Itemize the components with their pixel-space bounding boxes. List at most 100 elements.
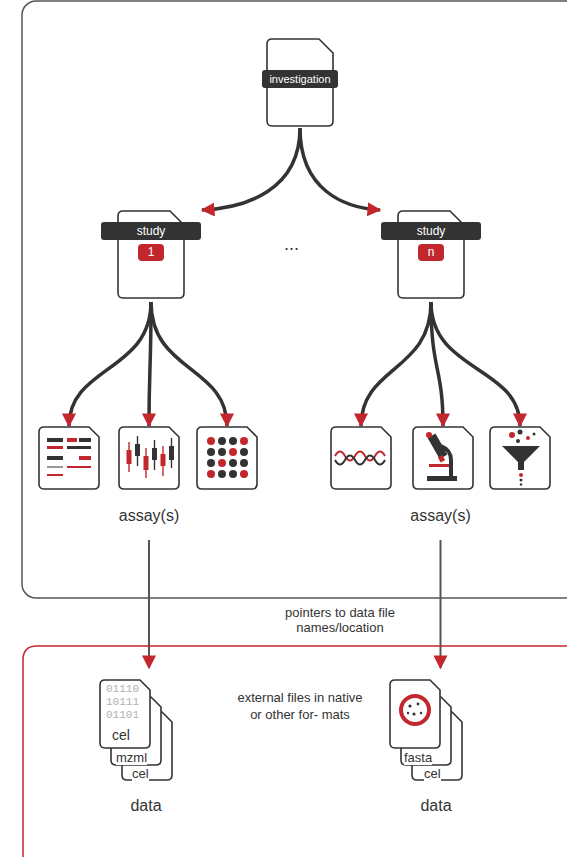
candle-body: [152, 448, 157, 460]
investigation-document: investigation: [262, 36, 338, 128]
array-dot: [218, 459, 226, 467]
connector-line: [431, 302, 520, 426]
candle-body: [169, 446, 174, 460]
region-note: external files in native or other for- m…: [235, 689, 365, 723]
ellipsis: ...: [284, 234, 299, 254]
file-text: 01110: [106, 683, 139, 696]
microscope-stage: [429, 464, 449, 467]
gel-band: [67, 446, 91, 449]
data-file-stack: data: [386, 668, 496, 828]
array-dot: [207, 470, 215, 478]
microscope-eyepiece: [426, 432, 432, 438]
particle-dot: [526, 436, 530, 440]
gel-band: [79, 438, 91, 442]
particle-dot: [516, 439, 520, 443]
gel-band: [47, 438, 63, 442]
group-label: assay(s): [328, 506, 553, 526]
study-document: study 1: [98, 208, 204, 302]
title-band: study: [101, 222, 201, 240]
group-label: assay(s): [38, 506, 260, 526]
assay-icon-outline: [119, 427, 179, 489]
array-dot: [240, 448, 248, 456]
cell-dot: [412, 712, 415, 715]
model-region: [22, 1, 567, 598]
array-dot: [218, 470, 226, 478]
array-dot: [240, 459, 248, 467]
connector-line: [440, 540, 442, 668]
study-number-badge: 1: [138, 244, 164, 261]
gel-band: [47, 474, 63, 476]
connector: [361, 302, 520, 426]
candle-body: [144, 456, 149, 470]
array-dot: [207, 459, 215, 467]
gel-band: [67, 466, 91, 468]
external-region-border: [22, 645, 567, 857]
region-outline: [23, 646, 567, 857]
gel-band: [79, 456, 91, 460]
drip-dot: [520, 479, 523, 482]
assay-icon-outline: [197, 427, 257, 489]
gel-band: [47, 446, 63, 449]
array-dot: [207, 437, 215, 445]
cell-dot: [420, 712, 422, 714]
array-dot: [218, 437, 226, 445]
gel-band: [47, 466, 63, 468]
gel-band: [47, 456, 63, 460]
assay-icon-outline: [490, 427, 550, 489]
file-card: [390, 680, 440, 748]
file-text: cel: [424, 766, 441, 781]
array-dot: [218, 448, 226, 456]
funnel-shape: [502, 446, 540, 470]
array-dot: [229, 470, 237, 478]
dna-strand: [335, 452, 385, 461]
candle-body: [135, 444, 140, 456]
cell-dot: [408, 704, 411, 707]
drip-dot: [520, 483, 522, 485]
array-dot: [240, 437, 248, 445]
connector-line: [361, 302, 431, 426]
data-label: data: [386, 796, 486, 816]
cell-dot: [417, 703, 420, 706]
data-label: data: [96, 796, 196, 816]
candle-body: [127, 450, 132, 464]
file-text: cel: [132, 766, 149, 781]
particle-dot: [509, 432, 515, 438]
array-dot: [207, 448, 215, 456]
assay-icon-outline: [413, 427, 473, 489]
data-region: external files in native or other for- m…: [22, 645, 567, 857]
assay-icon-outline: [331, 427, 391, 489]
connector-line: [148, 540, 150, 668]
title-band: investigation: [262, 70, 338, 88]
title-band: study: [381, 222, 481, 240]
file-text: fasta: [404, 750, 432, 765]
assay-group: assay(s): [38, 426, 260, 534]
candle-body: [161, 454, 166, 466]
particle-dot: [518, 430, 523, 435]
assay-group: assay(s): [328, 426, 553, 534]
connector: [69, 302, 227, 426]
assay-icons: [328, 426, 553, 492]
connector: [202, 128, 300, 210]
study-number-badge: n: [418, 244, 444, 261]
pointer-note: pointers to data file names/location: [252, 605, 428, 635]
connector: [440, 540, 441, 668]
microscope-lens: [438, 455, 445, 463]
gel-band: [67, 438, 77, 442]
array-dot: [229, 437, 237, 445]
connector-line: [151, 302, 227, 426]
particle-dot: [533, 433, 536, 436]
file-card: [100, 680, 150, 748]
array-dot: [229, 459, 237, 467]
drip-dot: [519, 473, 523, 477]
connector-line: [202, 128, 300, 210]
file-text: 01101: [106, 709, 139, 722]
file-text: 10111: [106, 696, 139, 709]
array-dot: [229, 448, 237, 456]
connector-line: [69, 302, 151, 426]
file-text: cel: [112, 727, 130, 743]
array-dot: [240, 470, 248, 478]
assay-icons: [38, 426, 260, 492]
connector-line: [300, 128, 380, 210]
file-stack-icon: [386, 668, 496, 784]
microscope-base: [427, 476, 457, 481]
